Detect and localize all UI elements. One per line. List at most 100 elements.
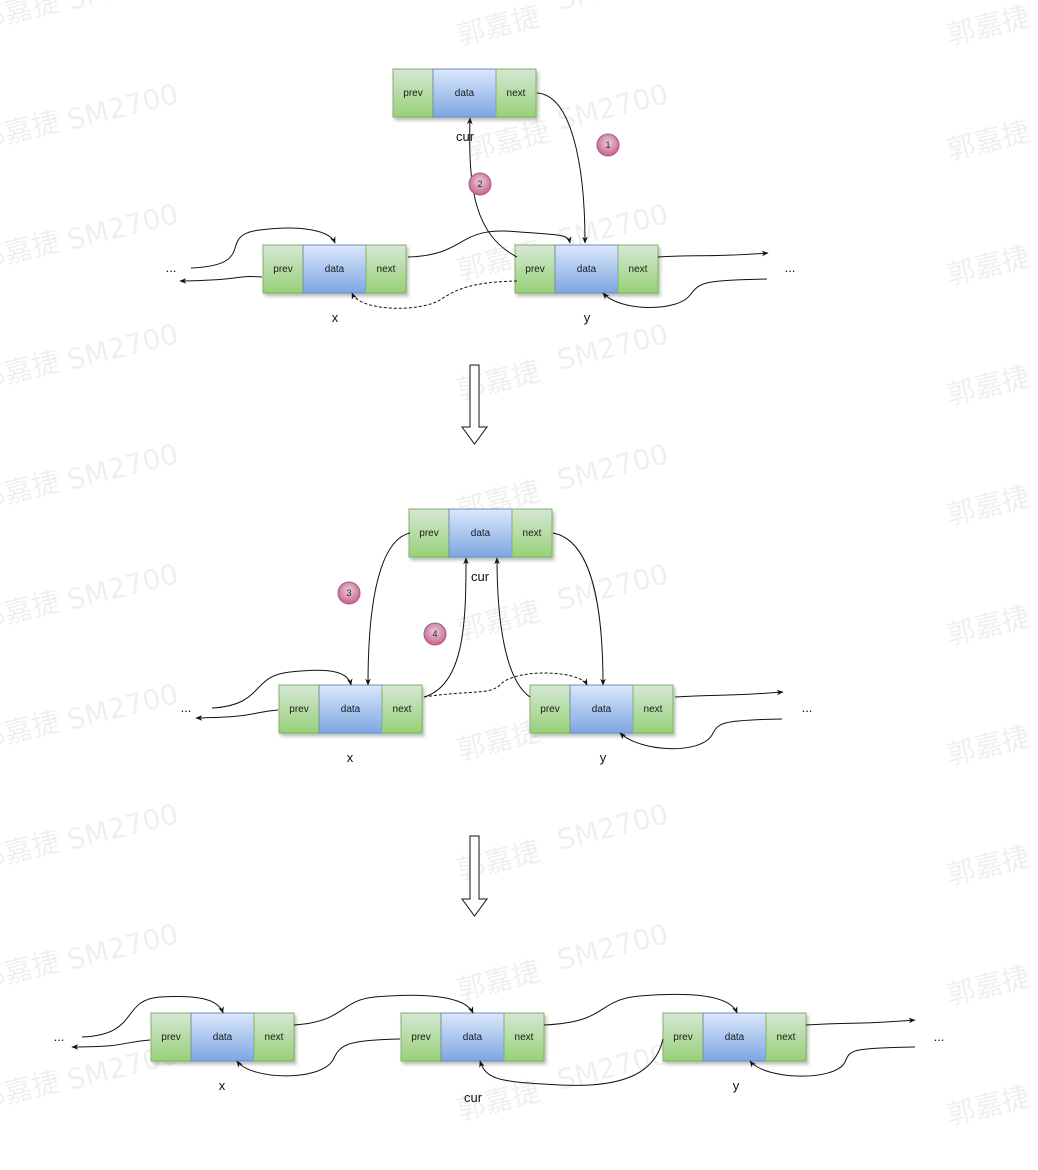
edge-y-data-incoming xyxy=(619,718,783,750)
cell-data xyxy=(190,1012,255,1062)
step-badge-2: 2 xyxy=(468,172,492,196)
cell-next-label: next xyxy=(515,1032,534,1043)
edge-y-prev-to-cur xyxy=(467,117,518,258)
edge-x-data-incoming xyxy=(190,227,336,269)
ellipsis-right-3: ... xyxy=(934,1029,945,1044)
ellipsis-left-2: ... xyxy=(181,700,192,715)
cell-next-label: next xyxy=(777,1032,796,1043)
watermark-text: 郭嘉捷 xyxy=(944,359,1034,411)
watermark-text: 郭嘉捷 xyxy=(0,1064,63,1116)
cell-data xyxy=(554,244,619,294)
watermark-text: SM2700 xyxy=(554,317,672,376)
watermark-text: 郭嘉捷 xyxy=(0,824,63,876)
transition-arrows xyxy=(461,364,488,917)
label-y-2: y xyxy=(600,750,607,765)
cell-data-label: data xyxy=(471,528,491,539)
cell-prev-label: prev xyxy=(289,704,308,715)
watermark-text: 郭嘉捷 xyxy=(0,584,63,636)
cell-next-label: next xyxy=(393,704,412,715)
cell-prev-label: prev xyxy=(673,1032,692,1043)
label-cur-1: cur xyxy=(456,129,475,144)
cell-prev xyxy=(278,684,320,734)
cell-data-label: data xyxy=(341,704,361,715)
watermark-text: 郭嘉捷 xyxy=(454,354,544,406)
cell-data-label: data xyxy=(455,88,475,99)
watermark-text: 郭嘉捷 xyxy=(0,464,63,516)
step-badge-3: 3 xyxy=(337,581,361,605)
edge-x-next-to-cur xyxy=(423,557,469,698)
cell-prev-label: prev xyxy=(525,264,544,275)
edge-x-prev-outgoing-final xyxy=(71,1039,151,1050)
cell-next-label: next xyxy=(507,88,526,99)
step-badge-number: 1 xyxy=(605,140,610,150)
ellipsis-left-1: ... xyxy=(166,260,177,275)
watermark-text: 郭嘉捷 xyxy=(944,114,1034,166)
watermark-text: 郭嘉捷 xyxy=(0,704,63,756)
edge-y-prev-to-cur xyxy=(494,557,531,698)
cell-data-label: data xyxy=(725,1032,745,1043)
cell-next xyxy=(381,684,423,734)
edge-cur-prev-to-x xyxy=(365,532,411,686)
cell-prev-label: prev xyxy=(540,704,559,715)
edge-x-next-to-y xyxy=(407,230,572,258)
watermark-text: SM2700 xyxy=(64,197,182,256)
step-badge-circle xyxy=(423,622,447,646)
labels-layer: cur x y ... ... cur x y ... ... x cur y … xyxy=(54,129,945,1105)
cell-prev xyxy=(392,68,434,118)
label-cur-2: cur xyxy=(471,569,490,584)
cell-prev xyxy=(400,1012,442,1062)
cell-data xyxy=(432,68,497,118)
watermark-text: SM2700 xyxy=(554,917,672,976)
cell-prev-label: prev xyxy=(273,264,292,275)
cell-next xyxy=(503,1012,545,1062)
watermark-text: 郭嘉捷 xyxy=(944,839,1034,891)
watermark-text: 郭嘉捷 xyxy=(0,944,63,996)
cell-next xyxy=(632,684,674,734)
watermark-text: 郭嘉捷 xyxy=(0,0,63,37)
step-badge-number: 2 xyxy=(477,179,482,189)
cell-next-label: next xyxy=(377,264,396,275)
cell-data xyxy=(448,508,513,558)
step-badge-circle xyxy=(468,172,492,196)
cell-prev xyxy=(262,244,304,294)
watermark-text: SM2700 xyxy=(554,797,672,856)
watermark-text: SM2700 xyxy=(64,317,182,376)
edge-y-prev-to-x-dashed xyxy=(351,280,518,309)
watermark-text: 郭嘉捷 xyxy=(944,959,1034,1011)
watermark-text: 郭嘉捷 xyxy=(944,239,1034,291)
edge-y-prev-to-cur-final xyxy=(479,1038,664,1086)
watermark-text: 郭嘉捷 xyxy=(0,224,63,276)
cell-data xyxy=(569,684,634,734)
step-badge-1: 1 xyxy=(596,133,620,157)
cell-prev-label: prev xyxy=(161,1032,180,1043)
watermark-text: SM2700 xyxy=(64,677,182,736)
step-badges: 1 2 3 4 xyxy=(337,133,620,646)
cell-prev xyxy=(514,244,556,294)
edges-layer xyxy=(71,92,916,1086)
edge-y-next-outgoing-final xyxy=(805,1017,916,1026)
cell-data xyxy=(702,1012,767,1062)
edge-x-next-to-cur-final xyxy=(293,994,474,1026)
cell-next xyxy=(495,68,537,118)
label-x-1: x xyxy=(332,310,339,325)
watermark-text: SM2700 xyxy=(554,0,672,17)
watermark-text: SM2700 xyxy=(64,77,182,136)
cell-next-label: next xyxy=(629,264,648,275)
watermark-text: 郭嘉捷 xyxy=(944,719,1034,771)
ellipsis-right-2: ... xyxy=(802,700,813,715)
edge-cur-next-to-y xyxy=(552,532,606,686)
cell-data-label: data xyxy=(592,704,612,715)
cell-next-label: next xyxy=(523,528,542,539)
edge-x-data-incoming-final xyxy=(81,995,224,1038)
step-badge-4: 4 xyxy=(423,622,447,646)
watermark-text: 郭嘉捷 xyxy=(944,599,1034,651)
edge-x-next-to-y-dashed xyxy=(423,672,588,698)
watermark-text: 郭嘉捷 xyxy=(0,104,63,156)
transition-arrow-1 xyxy=(461,364,488,445)
